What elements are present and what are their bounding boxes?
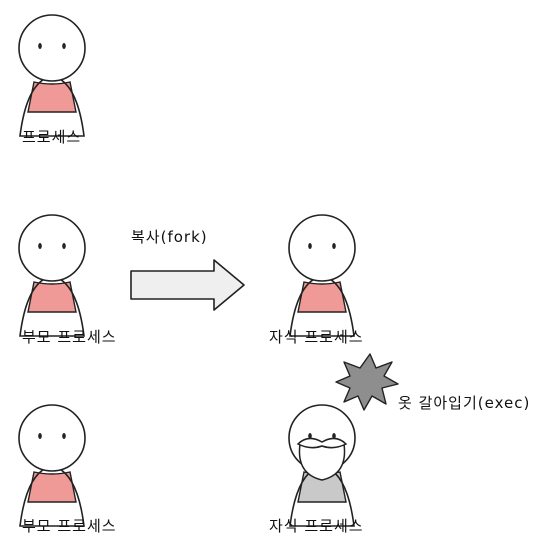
- child-figure-2: [288, 404, 356, 527]
- fork-label: 복사(fork): [131, 228, 208, 246]
- child-label-2: 자식 프로세스: [269, 517, 364, 535]
- parent-figure-1: [18, 214, 86, 337]
- process-label: 프로세스: [22, 128, 82, 146]
- exec-burst-icon: [335, 353, 399, 411]
- parent-label-2: 부모 프로세스: [22, 517, 117, 535]
- parent-label-1: 부모 프로세스: [22, 328, 117, 346]
- process-figure: [18, 14, 86, 137]
- parent-figure-2: [18, 404, 86, 527]
- child-label-1: 자식 프로세스: [269, 328, 364, 346]
- child-figure-1: [288, 214, 356, 337]
- fork-arrow: [130, 259, 245, 311]
- moustache: [296, 437, 348, 449]
- exec-label: 옷 갈아입기(exec): [398, 394, 531, 412]
